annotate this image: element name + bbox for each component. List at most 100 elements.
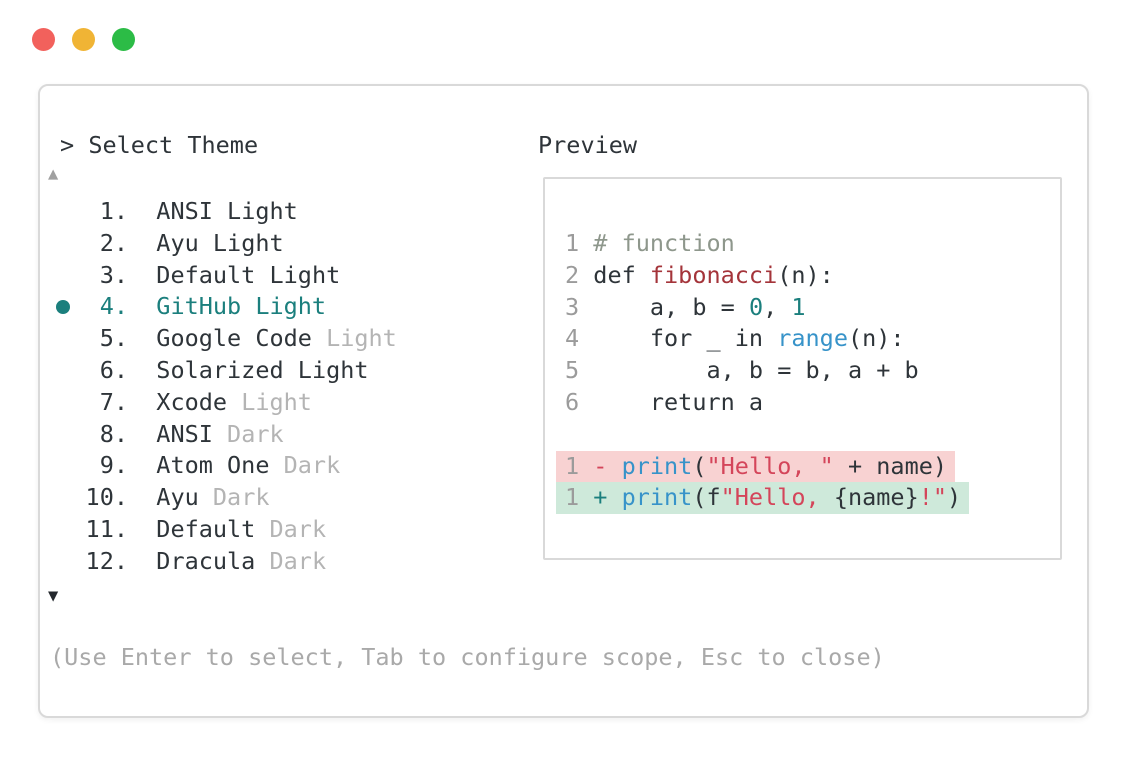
diff-highlight-added: 1 + print(f"Hello, {name}!")	[556, 482, 970, 515]
token-code: {name}	[833, 483, 919, 512]
code-line: 5 a, b = b, a + b	[565, 355, 1060, 387]
code-line: 6 return a	[565, 387, 1060, 419]
theme-item-atom-one-dark[interactable]: 9. Atom One Dark	[40, 450, 397, 482]
prompt-line: > Select Theme	[60, 130, 258, 162]
token-code: def	[593, 260, 650, 289]
preview-label: Preview	[538, 131, 638, 159]
token-code: a, b = b, a + b	[593, 356, 919, 385]
token-str: "Hello, "	[706, 451, 834, 480]
theme-item-variant: Light	[212, 228, 284, 257]
token-teal: 1	[791, 292, 806, 321]
theme-item-variant: Light	[241, 387, 312, 416]
token-code: return a	[593, 387, 764, 416]
token-ln: 5	[565, 356, 594, 385]
theme-item-number: 1.	[99, 197, 128, 225]
token-func: fibonacci	[649, 260, 778, 289]
window-controls	[32, 28, 135, 51]
token-teal: +	[593, 483, 622, 512]
theme-item-variant: Light	[227, 197, 298, 225]
token-code: + name)	[833, 451, 948, 480]
minimize-button[interactable]	[72, 28, 95, 51]
theme-item-ayu-dark[interactable]: 10. Ayu Dark	[40, 482, 397, 514]
token-code: ,	[763, 292, 792, 321]
diff-highlight-removed: 1 - print("Hello, " + name)	[556, 450, 956, 483]
theme-item-ayu-light[interactable]: 2. Ayu Light	[40, 228, 397, 260]
theme-item-name: Default	[156, 514, 256, 543]
token-code: (n):	[847, 324, 905, 353]
token-code: a, b =	[593, 292, 749, 321]
theme-item-name: Xcode	[156, 387, 228, 416]
code-line	[565, 419, 1060, 451]
theme-item-name: Dracula	[156, 546, 256, 575]
theme-item-number: 5.	[99, 324, 128, 353]
selected-bullet-icon	[56, 300, 70, 315]
token-str: -	[593, 451, 622, 480]
theme-item-number: 10.	[85, 483, 128, 512]
theme-item-default-light[interactable]: 3. Default Light	[40, 260, 397, 292]
theme-item-name: GitHub	[156, 292, 242, 321]
prompt-caret-icon: >	[60, 131, 75, 159]
scroll-up-indicator-icon[interactable]: ▲	[48, 164, 59, 184]
theme-item-variant: Dark	[283, 451, 341, 480]
theme-item-dracula-dark[interactable]: 12. Dracula Dark	[40, 546, 397, 578]
theme-item-name: Atom One	[156, 451, 270, 480]
theme-item-ansi-dark[interactable]: 8. ANSI Dark	[40, 419, 397, 451]
zoom-button[interactable]	[112, 28, 135, 51]
token-code: (	[692, 451, 707, 480]
token-str: !"	[918, 483, 948, 512]
theme-item-google-code-light[interactable]: 5. Google Code Light	[40, 323, 397, 355]
theme-item-number: 3.	[99, 260, 128, 289]
theme-item-variant: Dark	[212, 483, 270, 512]
theme-item-number: 6.	[99, 355, 128, 384]
token-code: (f	[692, 483, 721, 512]
code-line: 1 # function	[565, 228, 1060, 260]
theme-item-number: 2.	[99, 228, 128, 257]
token-comment: # function	[593, 229, 735, 257]
token-blue: print	[621, 451, 693, 480]
token-ln: 1	[565, 483, 594, 512]
theme-item-xcode-light[interactable]: 7. Xcode Light	[40, 387, 397, 419]
token-blue: print	[621, 483, 693, 512]
theme-item-github-light[interactable]: 4. GitHub Light	[40, 291, 397, 323]
token-ln: 3	[565, 292, 594, 321]
code-line: 2 def fibonacci(n):	[565, 260, 1060, 292]
code-line: 3 a, b = 0, 1	[565, 292, 1060, 324]
token-teal: 0	[748, 292, 764, 321]
theme-item-variant: Light	[297, 355, 369, 384]
token-ln: 1	[565, 451, 594, 480]
token-ln: 2	[565, 260, 594, 289]
token-blue: range	[777, 324, 848, 353]
theme-item-name: Default	[156, 260, 256, 289]
theme-item-solarized-light[interactable]: 6. Solarized Light	[40, 355, 397, 387]
keyboard-hint: (Use Enter to select, Tab to configure s…	[50, 643, 885, 671]
token-code: for _ in	[593, 324, 778, 353]
theme-item-variant: Dark	[269, 546, 327, 575]
theme-item-variant: Light	[255, 292, 327, 321]
scroll-down-indicator-icon[interactable]: ▼	[48, 586, 59, 606]
theme-item-number: 11.	[85, 514, 128, 543]
theme-item-name: Solarized	[156, 355, 284, 384]
token-ln: 4	[565, 324, 594, 353]
theme-item-variant: Dark	[227, 419, 284, 448]
theme-item-variant: Dark	[269, 514, 327, 543]
token-str: "Hello,	[720, 483, 834, 512]
theme-item-number: 9.	[99, 451, 128, 480]
theme-item-number: 4.	[99, 292, 128, 321]
token-code: )	[947, 483, 962, 512]
token-ln: 1	[565, 229, 594, 257]
token-code: (n):	[777, 260, 834, 289]
close-button[interactable]	[32, 28, 55, 51]
theme-item-name: ANSI	[156, 419, 213, 448]
theme-item-variant: Light	[326, 324, 397, 353]
code-line: 4 for _ in range(n):	[565, 323, 1060, 355]
token-ln: 6	[565, 387, 594, 416]
diff-line-added: 1 + print(f"Hello, {name}!")	[556, 482, 1060, 515]
theme-item-ansi-light[interactable]: 1. ANSI Light	[40, 196, 397, 228]
theme-item-default-dark[interactable]: 11. Default Dark	[40, 514, 397, 546]
theme-item-number: 7.	[99, 387, 128, 416]
theme-item-variant: Light	[269, 260, 341, 289]
